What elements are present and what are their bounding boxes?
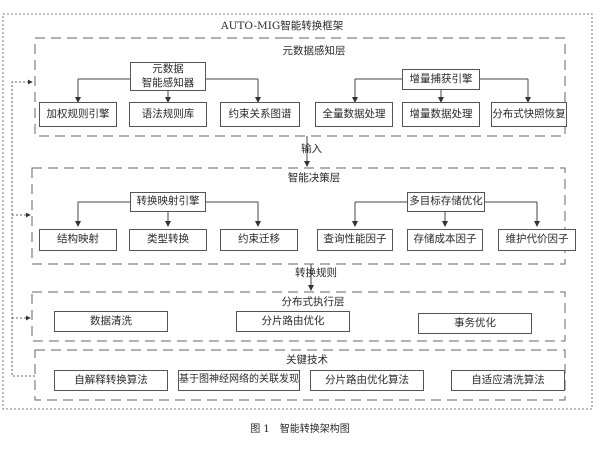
multi-objective-storage-box: 多目标存储优化 xyxy=(407,192,485,212)
storage-cost-factor-box: 存储成本因子 xyxy=(407,229,483,251)
metadata-layer-border xyxy=(34,37,566,137)
weighted-rule-engine-box: 加权规则引擎 xyxy=(39,102,117,127)
shard-routing-algorithm-box: 分片路由优化算法 xyxy=(310,370,424,391)
structure-mapping-box: 结构映射 xyxy=(39,229,117,251)
metadata-layer-title: 元数据感知层 xyxy=(282,45,346,57)
gnn-association-discovery-box: 基于图神经网络的关联发现 xyxy=(178,370,300,391)
maintenance-cost-factor-box: 维护代价因子 xyxy=(498,229,576,251)
key-tech-layer-border xyxy=(34,349,566,401)
constraint-graph-box: 约束关系图谱 xyxy=(220,102,300,127)
execution-layer-border xyxy=(31,291,566,342)
decision-layer-title: 智能决策层 xyxy=(287,172,341,184)
syntax-rule-library-box: 语法规则库 xyxy=(129,102,207,127)
framework-title: AUTO-MIG智能转换框架 xyxy=(221,20,344,32)
distributed-snapshot-recovery-box: 分布式快照恢复 xyxy=(491,102,567,127)
rules-label: 转换规则 xyxy=(295,267,337,279)
full-data-processing-box: 全量数据处理 xyxy=(315,102,393,127)
shard-routing-optimization-box: 分片路由优化 xyxy=(236,311,350,332)
type-conversion-box: 类型转换 xyxy=(129,229,207,251)
incremental-data-processing-box: 增量数据处理 xyxy=(402,102,480,127)
figure-caption: 图 1 智能转换架构图 xyxy=(250,424,350,435)
key-tech-title: 关键技术 xyxy=(286,354,328,366)
constraint-migration-box: 约束迁移 xyxy=(220,229,298,251)
incremental-capture-engine-box: 增量捕获引擎 xyxy=(402,69,480,90)
data-cleaning-box: 数据清洗 xyxy=(54,311,168,332)
metadata-sensor-box: 元数据 智能感知器 xyxy=(130,62,206,91)
execution-layer-title: 分布式执行层 xyxy=(281,296,345,308)
decision-layer-border xyxy=(31,167,566,265)
transaction-optimization-box: 事务优化 xyxy=(418,313,532,334)
adaptive-cleaning-algorithm-box: 自适应清洗算法 xyxy=(451,370,565,391)
mapping-engine-box: 转换映射引擎 xyxy=(130,192,206,212)
feedback-line xyxy=(11,79,35,377)
self-explaining-algorithm-box: 自解释转换算法 xyxy=(54,370,168,391)
input-label: 输入 xyxy=(301,143,322,155)
query-performance-factor-box: 查询性能因子 xyxy=(317,229,393,251)
framework-frame-border xyxy=(2,13,593,410)
